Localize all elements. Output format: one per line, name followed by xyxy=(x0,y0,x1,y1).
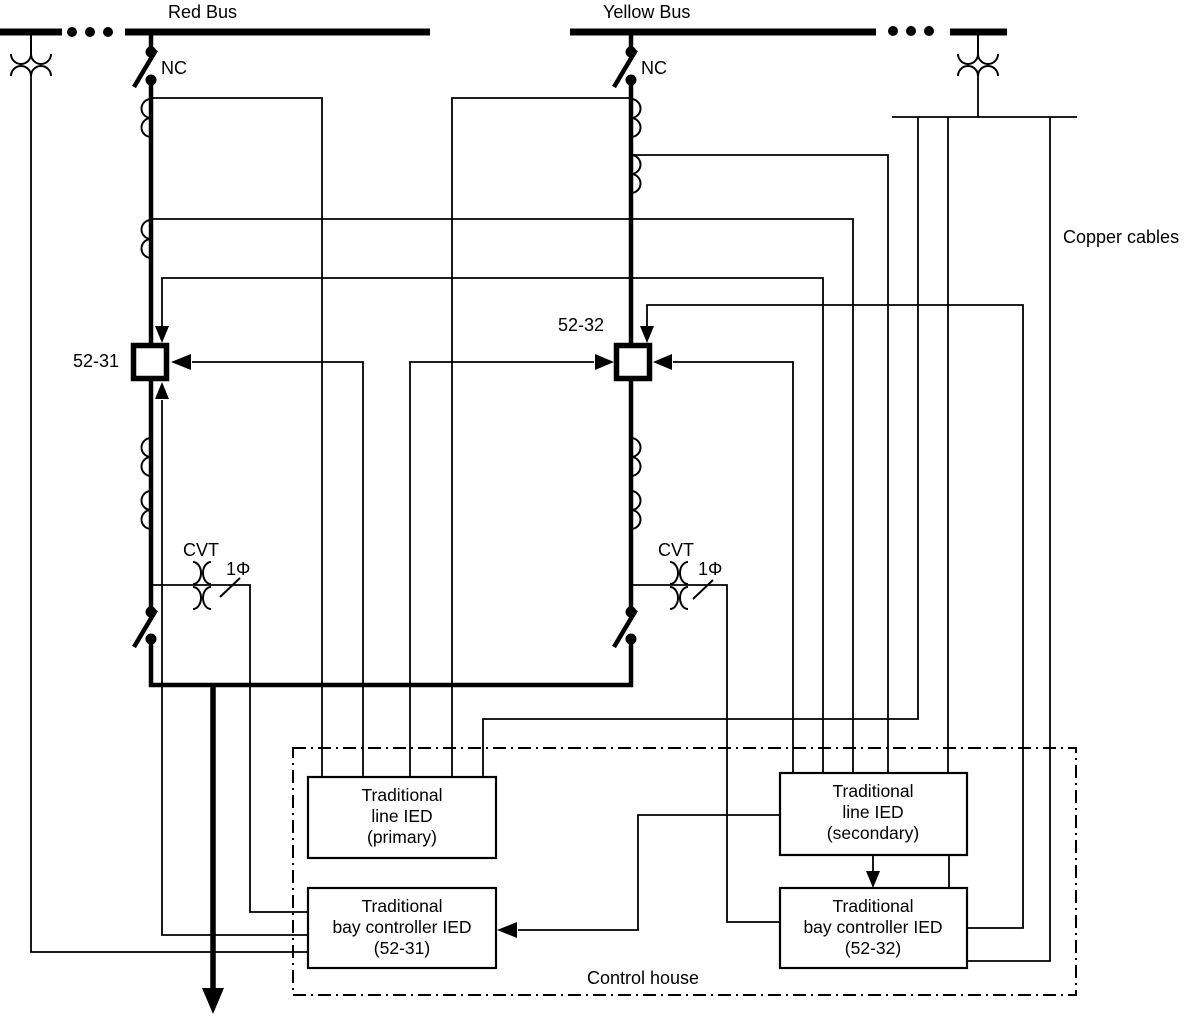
nc-switch-blade xyxy=(612,48,638,89)
wire-primary-ied-to-5232-left xyxy=(409,361,594,778)
ied-line-secondary: Traditional line IED (secondary) xyxy=(778,771,969,857)
ied-line-secondary-line1: Traditional xyxy=(832,781,913,801)
cvt-winding xyxy=(192,561,202,610)
bus-dot xyxy=(924,26,934,36)
breaker-5231-label: 52-31 xyxy=(73,351,119,371)
ied-line-secondary-line2: line IED xyxy=(842,802,903,822)
wire-yellow-cvt-to-bay32 xyxy=(631,584,780,923)
arrowhead-5232-top xyxy=(640,326,654,343)
disconnect-blade xyxy=(612,608,638,649)
wire-bar-to-bay32 xyxy=(966,117,1051,962)
transformer-winding-upper xyxy=(957,53,999,65)
yellow-cvt-phase-label: 1Φ xyxy=(698,559,722,579)
arrowhead-bay32-top xyxy=(866,871,880,888)
red-cvt-label: CVT xyxy=(183,540,219,560)
left-bus-transformer-icon xyxy=(10,33,52,77)
ct-coils xyxy=(630,98,642,138)
ied-bay-5232-line2: bay controller IED xyxy=(803,917,942,937)
ct-coils xyxy=(140,98,152,138)
ied-bay-5232-line1: Traditional xyxy=(832,896,913,916)
yellow-cvt-label: CVT xyxy=(658,540,694,560)
ied-bay-controller-5232: Traditional bay controller IED (52-32) xyxy=(778,886,969,970)
line-exit-arrowhead xyxy=(202,988,224,1014)
copper-cables-label: Copper cables xyxy=(1063,227,1179,247)
breaker-5232-box xyxy=(613,342,653,382)
ied-bay-5232-line3: (52-32) xyxy=(845,938,901,958)
ct-coils xyxy=(630,437,642,477)
cvt-winding xyxy=(202,561,212,610)
yellow-feeder xyxy=(612,35,642,649)
feeder-junction xyxy=(148,639,634,688)
single-phase-slash xyxy=(219,577,241,598)
arrowhead-5231-top xyxy=(155,326,169,343)
wire-primary-ied-to-5231-right xyxy=(192,361,364,778)
ied-bay-5231-line3: (52-31) xyxy=(374,938,430,958)
ct-coils xyxy=(140,437,152,477)
ct-coils xyxy=(140,490,152,530)
ied-line-primary-line2: line IED xyxy=(371,806,432,826)
arrowhead-5231-bottom xyxy=(155,382,169,399)
wire-left-transformer-to-bay31 xyxy=(30,76,308,953)
yellow-cvt-icon xyxy=(669,561,714,610)
ied-bay-controller-5231: Traditional bay controller IED (52-31) xyxy=(306,886,498,970)
wire-secondary-ied-to-5231-top xyxy=(161,277,824,774)
wire-red-ct2-to-secondary-ied xyxy=(151,218,854,774)
wire-red-cvt-to-bay31 xyxy=(151,584,308,913)
red-cvt-icon xyxy=(192,561,241,610)
ied-line-primary: Traditional line IED (primary) xyxy=(306,775,498,860)
bus-dot xyxy=(888,26,898,36)
control-house-label: Control house xyxy=(587,968,699,988)
red-bus-label: Red Bus xyxy=(168,2,237,22)
ied-bay-5232-box xyxy=(778,886,969,970)
ied-bay-5231-box xyxy=(306,886,498,970)
red-nc-label: NC xyxy=(161,58,187,78)
wire-bay31-to-5231-bottom xyxy=(161,400,308,936)
wire-secondary-ied-to-5232-right xyxy=(673,361,794,774)
wire-yellow-ct2-to-secondary-ied xyxy=(631,154,889,774)
arrowhead-5232-left xyxy=(595,354,614,370)
transformer-winding-lower xyxy=(10,65,52,77)
breaker-5231-box xyxy=(130,342,170,382)
bus-dot xyxy=(85,27,95,37)
ied-line-primary-box xyxy=(306,775,498,860)
red-feeder xyxy=(132,35,158,649)
arrowhead-bay31-right xyxy=(497,922,517,938)
single-phase-slash xyxy=(692,579,714,600)
disconnect-blade xyxy=(132,608,158,649)
transformer-winding-upper xyxy=(10,53,52,65)
wire-yellow-ct1-to-primary-ied xyxy=(451,97,631,778)
wire-bar-to-primary-ied xyxy=(482,117,919,778)
cvt-winding xyxy=(679,561,689,610)
arrowhead-5231-right xyxy=(171,354,191,370)
transformer-winding-lower xyxy=(957,65,999,77)
yellow-bus-label: Yellow Bus xyxy=(603,2,690,22)
bus-dot xyxy=(906,26,916,36)
busbars xyxy=(0,26,1007,37)
nc-switch-blade xyxy=(132,48,158,89)
cvt-winding xyxy=(669,561,679,610)
ied-bay-5231-line2: bay controller IED xyxy=(332,917,471,937)
ct-coils xyxy=(630,490,642,530)
ied-line-secondary-box xyxy=(778,771,969,857)
ied-line-secondary-line3: (secondary) xyxy=(827,823,919,843)
ied-line-primary-line3: (primary) xyxy=(367,827,437,847)
red-cvt-phase-label: 1Φ xyxy=(226,559,250,579)
wire-bay32-to-5232-top xyxy=(646,304,1024,929)
wire-secondary-ied-to-bay31 xyxy=(518,814,780,931)
control-house-border xyxy=(292,747,1077,996)
arrowhead-5232-right xyxy=(653,354,672,370)
bus-dot xyxy=(103,27,113,37)
yellow-nc-label: NC xyxy=(641,58,667,78)
ied-bay-5231-line1: Traditional xyxy=(361,896,442,916)
ct-coils xyxy=(630,154,642,194)
bus-dot xyxy=(67,27,77,37)
right-bus-transformer-icon xyxy=(892,33,1077,118)
breaker-5232-label: 52-32 xyxy=(558,315,604,335)
wire-red-ct1-to-primary-ied xyxy=(151,97,323,778)
ct-coils xyxy=(140,219,152,259)
ied-line-primary-line1: Traditional xyxy=(361,785,442,805)
